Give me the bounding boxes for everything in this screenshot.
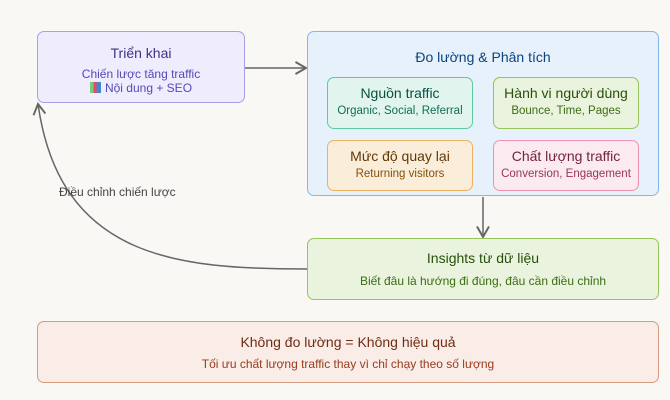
insights-box: Insights từ dữ liệu Biết đâu là hướng đi…: [307, 238, 659, 300]
card-sub: Returning visitors: [355, 168, 445, 180]
measure-title: Đo lường & Phân tích: [415, 49, 551, 65]
arrow-feedback: [32, 102, 308, 270]
insights-sub: Biết đâu là hướng đi đúng, đâu cần điều …: [359, 274, 607, 288]
deploy-line2: Nội dung + SEO: [104, 81, 193, 95]
card-user-behavior: Hành vi người dùng Bounce, Time, Pages: [493, 77, 639, 129]
bar-chart-icon: [89, 82, 101, 93]
footer-sub: Tối ưu chất lượng traffic thay vì chỉ ch…: [201, 357, 495, 371]
card-sub: Conversion, Engagement: [501, 168, 631, 180]
card-traffic-quality: Chất lượng traffic Conversion, Engagemen…: [493, 140, 639, 191]
deploy-line1: Chiến lược tăng traffic: [81, 67, 201, 81]
card-traffic-source: Nguồn traffic Organic, Social, Referral: [327, 77, 473, 129]
card-title: Nguồn traffic: [360, 85, 440, 101]
footer-title: Không đo lường = Không hiệu quả: [240, 334, 456, 350]
deploy-title: Triển khai: [110, 45, 172, 61]
card-title: Hành vi người dùng: [504, 85, 628, 101]
insights-title: Insights từ dữ liệu: [426, 250, 540, 266]
card-sub: Organic, Social, Referral: [337, 105, 463, 117]
card-sub: Bounce, Time, Pages: [511, 105, 621, 117]
card-title: Chất lượng traffic: [511, 148, 621, 164]
card-title: Mức độ quay lại: [350, 148, 450, 164]
footer-box: Không đo lường = Không hiệu quả Tối ưu c…: [37, 321, 659, 383]
deploy-box: Triển khai Chiến lược tăng traffic Nội d…: [37, 31, 245, 103]
card-return-rate: Mức độ quay lại Returning visitors: [327, 140, 473, 191]
feedback-label: Điều chỉnh chiến lược: [59, 185, 176, 199]
